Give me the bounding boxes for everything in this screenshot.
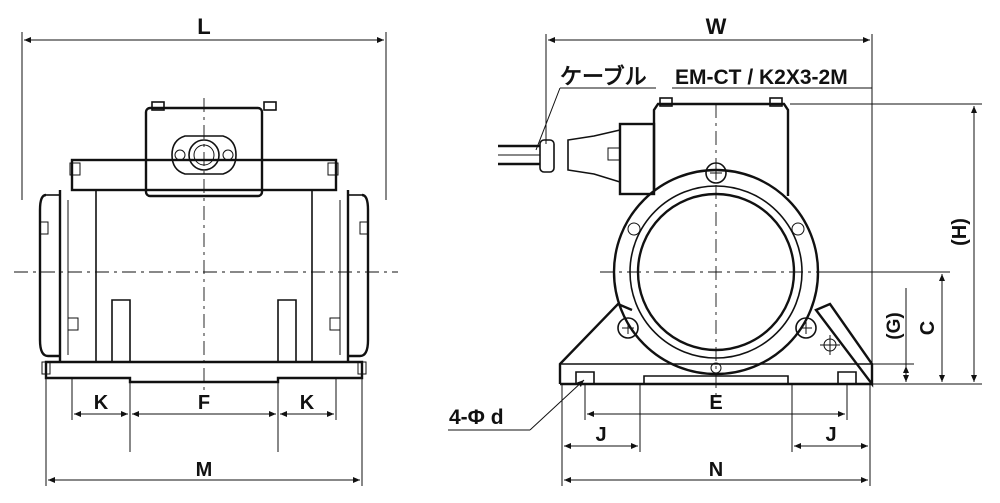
hole-callout-label: 4-Φ d xyxy=(449,406,504,429)
side-view: L K F K M xyxy=(14,14,398,486)
side-view-bolts xyxy=(39,162,369,375)
model-label: EM-CT / K2X3-2M xyxy=(675,66,848,89)
dim-n-label: N xyxy=(709,459,723,481)
front-view-end-cover xyxy=(636,192,796,352)
cable xyxy=(498,144,540,166)
side-view-left-endcap xyxy=(38,193,60,358)
dim-m-label: M xyxy=(196,459,213,481)
dim-w-label: W xyxy=(706,14,727,39)
dim-k-left-label: K xyxy=(94,392,109,414)
dim-l-label: L xyxy=(197,14,210,39)
dim-h-label: (H) xyxy=(949,218,971,246)
dim-c-label: C xyxy=(917,321,939,335)
front-view-screws xyxy=(617,162,817,374)
dim-f-label: F xyxy=(198,392,210,414)
front-view-base xyxy=(558,302,874,388)
side-view-cable-flange xyxy=(171,135,237,175)
dim-e-label: E xyxy=(709,392,722,414)
front-view: ケーブル EM-CT / K2X3-2M W (H) C (G) E xyxy=(448,14,982,486)
dim-g-label: (G) xyxy=(884,312,905,339)
side-view-body-outline xyxy=(58,190,350,362)
dim-j-right-label: J xyxy=(825,424,836,446)
dim-k-right-label: K xyxy=(300,392,315,414)
side-view-right-endcap xyxy=(348,193,370,358)
front-view-cable-gland xyxy=(618,122,656,196)
dim-j-left-label: J xyxy=(595,424,606,446)
cable-label: ケーブル xyxy=(560,64,647,89)
side-view-terminal-box xyxy=(144,106,264,198)
